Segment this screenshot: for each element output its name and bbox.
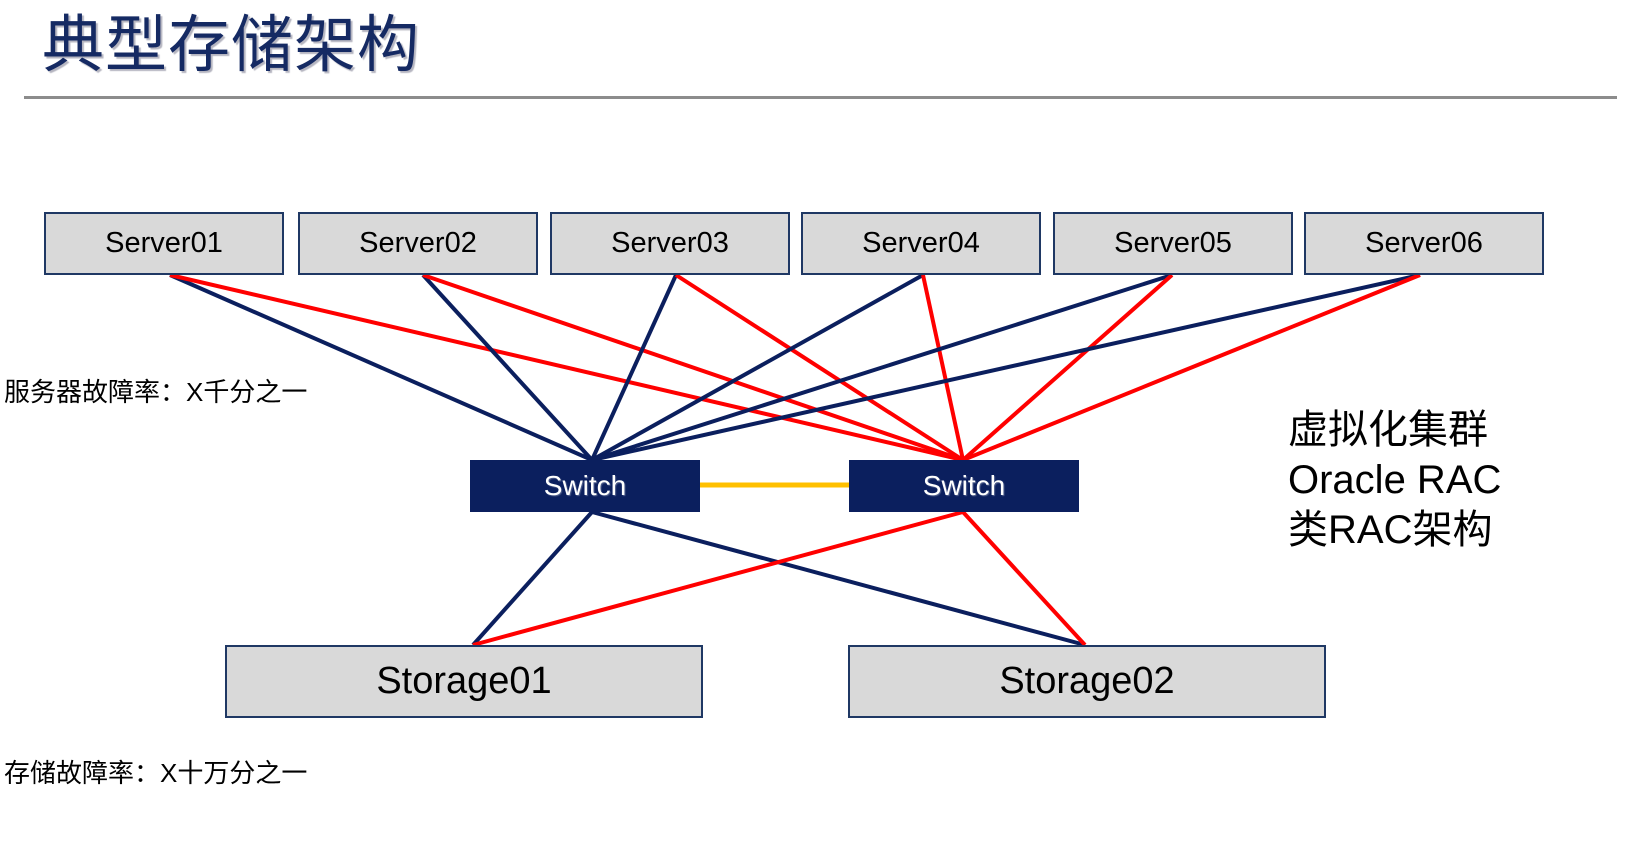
link-server06-to-switch02 [962,273,1421,462]
link-server04-to-switch01 [591,273,924,462]
page-title: 典型存储架构 [42,11,421,80]
switch-node-label: Switch [543,470,627,501]
link-switch01-to-storage01 [471,510,594,647]
server-node-server02[interactable]: Server02 [298,212,538,275]
storage-node-label: Storage02 [999,660,1175,702]
link-server06-to-switch01 [591,273,1421,462]
server-node-label: Server02 [359,227,477,259]
link-switch02-to-storage01 [472,510,964,647]
link-server01-to-switch02 [169,273,964,462]
link-server05-to-switch01 [591,273,1173,462]
switch-node-label: Switch [922,470,1006,501]
cluster-type-note: 虚拟化集群 Oracle RAC 类RAC架构 [1288,405,1501,555]
server-node-label: Server04 [862,227,980,259]
link-switch02-to-storage02 [961,510,1087,647]
storage-node-storage02[interactable]: Storage02 [848,645,1326,718]
link-server02-to-switch02 [422,273,964,462]
storage-node-label: Storage01 [376,660,552,702]
link-server01-to-switch01 [169,273,593,462]
switch-node-switch01[interactable]: Switch [470,460,700,512]
title-divider [24,96,1617,99]
server-node-label: Server01 [105,227,223,259]
storage-node-storage01[interactable]: Storage01 [225,645,703,718]
server-node-server06[interactable]: Server06 [1304,212,1544,275]
server-failure-rate-label: 服务器故障率：X千分之一 [4,377,308,407]
switch-node-switch02[interactable]: Switch [849,460,1079,512]
cluster-note-line-2: Oracle RAC [1288,458,1502,502]
link-server04-to-switch02 [921,274,965,461]
cluster-note-line-1: 虚拟化集群 [1288,408,1488,452]
link-server05-to-switch02 [961,273,1174,462]
server-node-server03[interactable]: Server03 [550,212,790,275]
server-node-label: Server03 [611,227,729,259]
server-node-label: Server06 [1365,227,1483,259]
server-node-label: Server05 [1114,227,1232,259]
link-server03-to-switch01 [590,274,678,461]
link-switch01-to-storage02 [591,510,1086,647]
server-node-server01[interactable]: Server01 [44,212,284,275]
server-node-server05[interactable]: Server05 [1053,212,1293,275]
link-server03-to-switch02 [674,273,965,462]
server-node-server04[interactable]: Server04 [801,212,1041,275]
cluster-note-line-3: 类RAC架构 [1288,508,1493,552]
storage-failure-rate-label: 存储故障率：X十万分之一 [4,758,308,788]
link-server02-to-switch01 [421,273,594,462]
